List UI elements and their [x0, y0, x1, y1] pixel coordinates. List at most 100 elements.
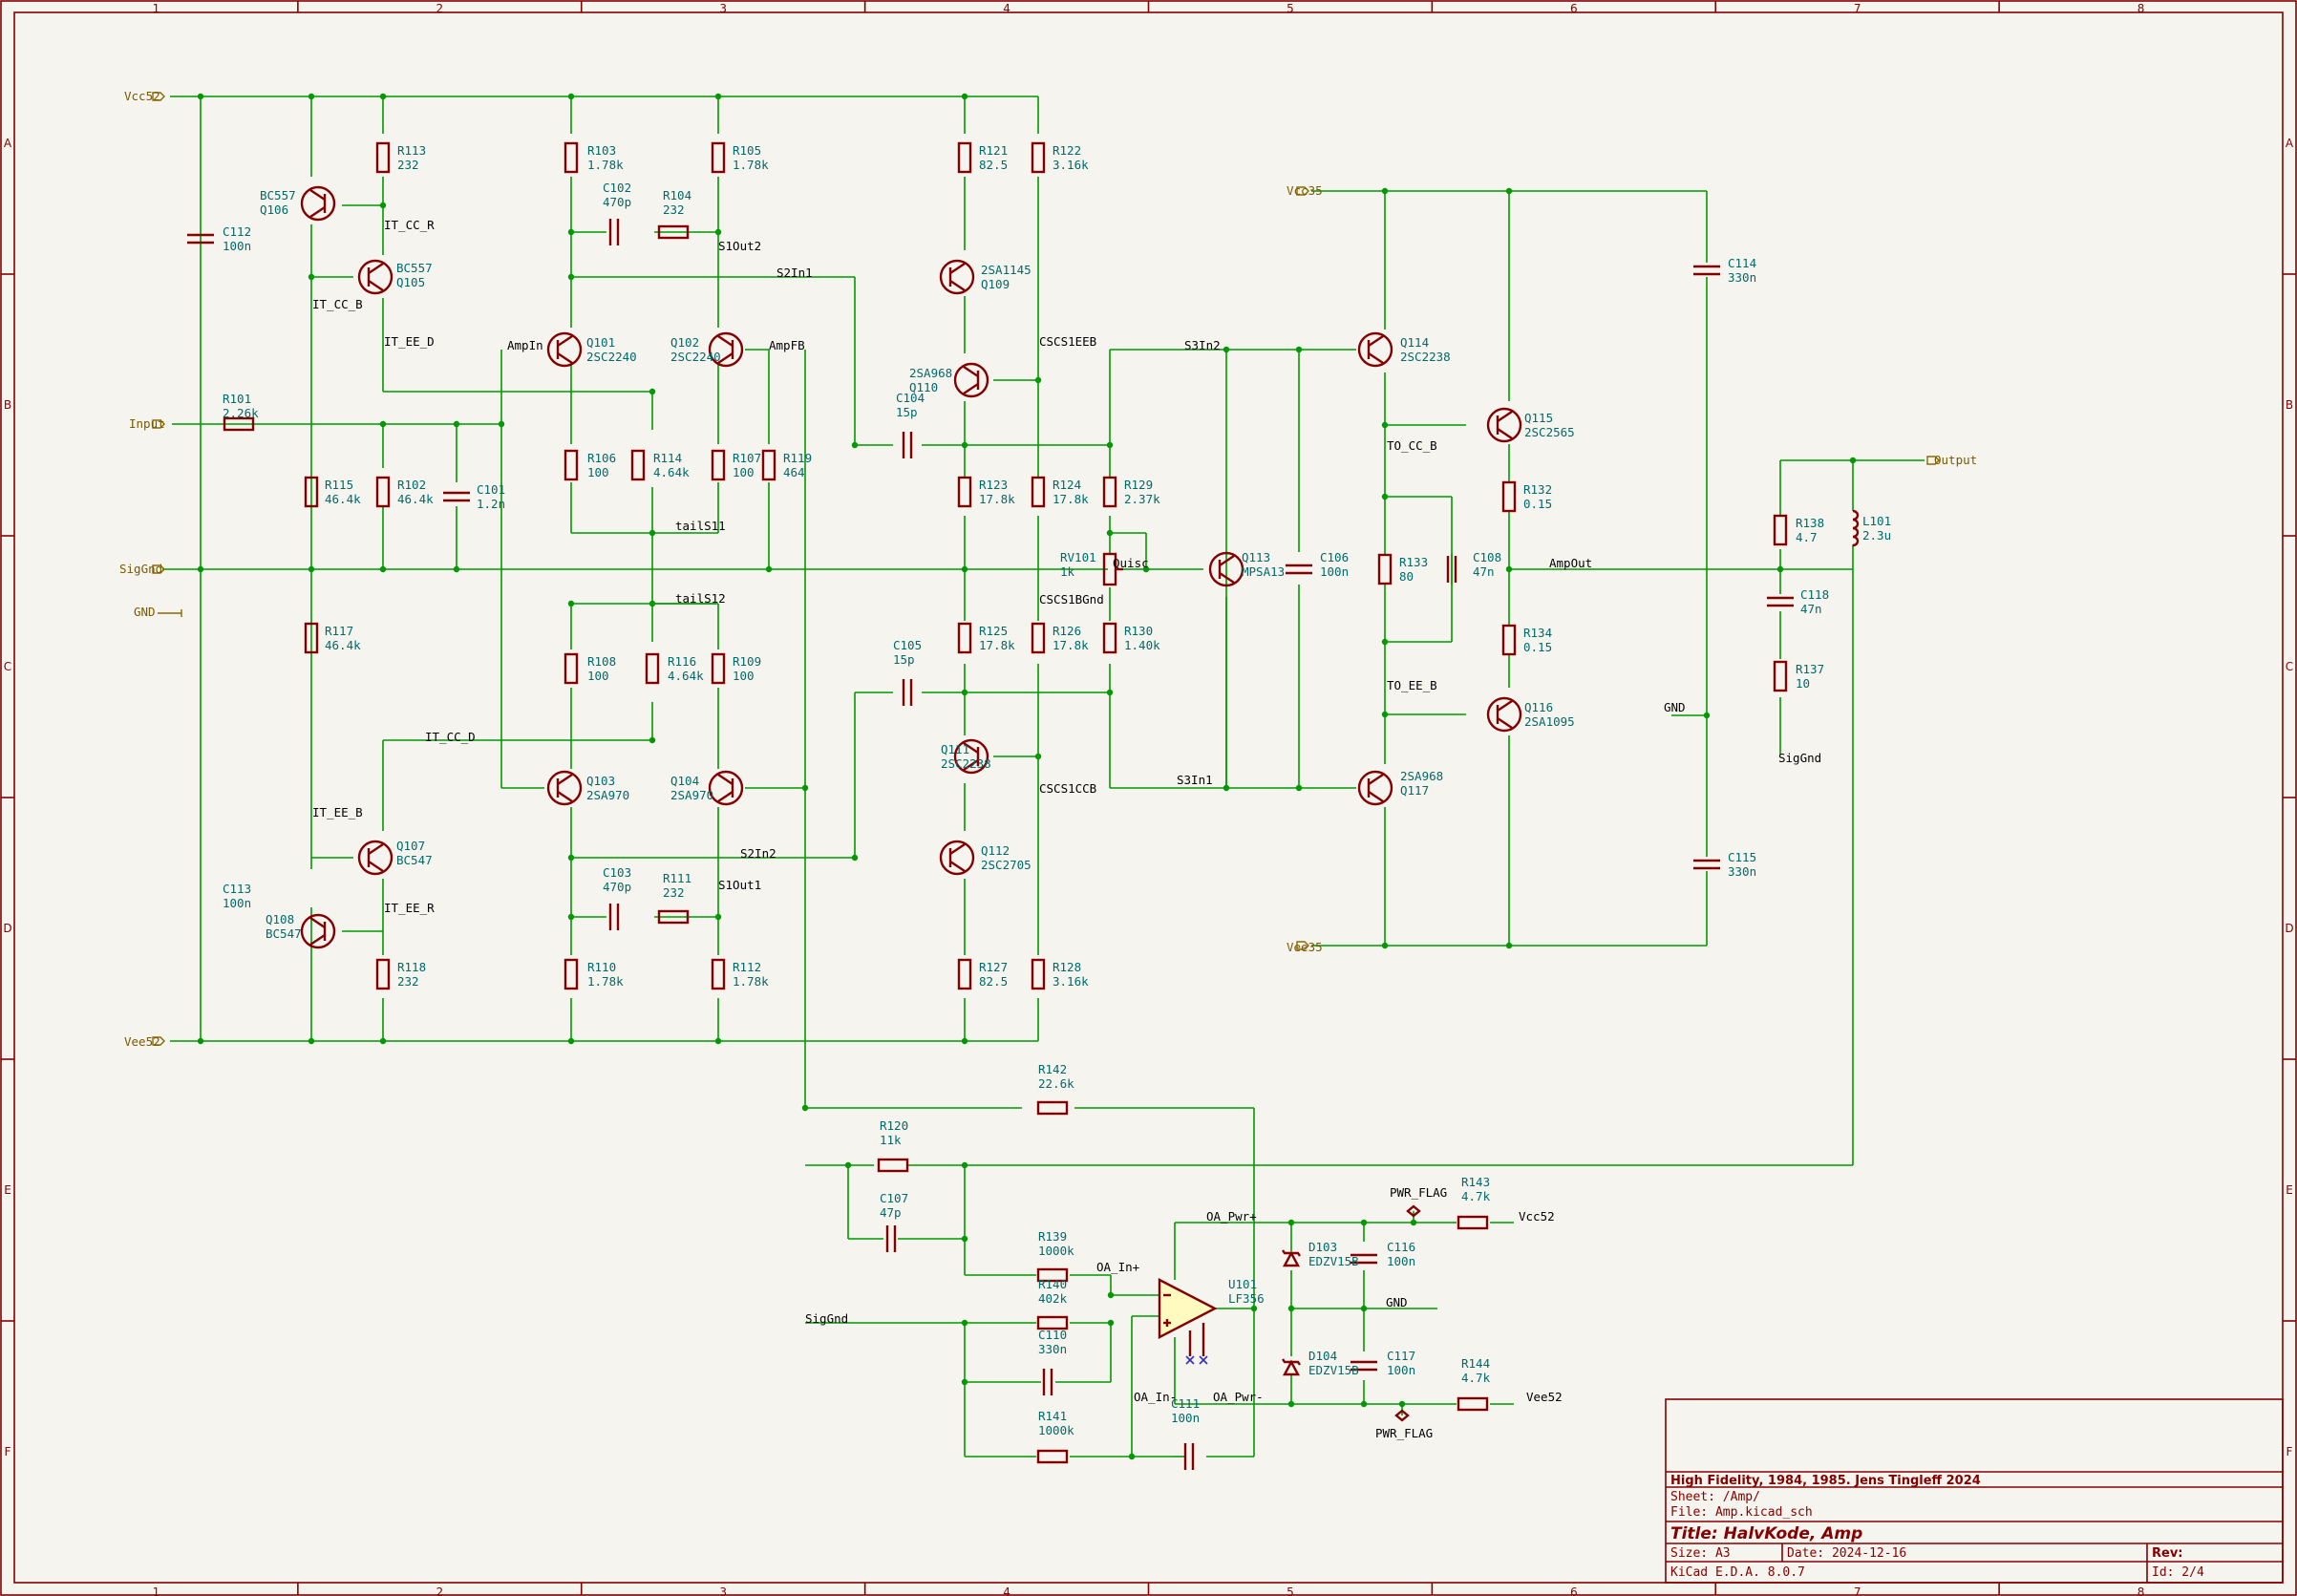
grid-column-label: 8 [2137, 2, 2145, 15]
transistor-symbol [300, 185, 336, 222]
component-value-r112: 1.78k [733, 974, 769, 989]
junction-dot [379, 93, 387, 100]
junction-dot [567, 913, 575, 921]
grid-row-label: A [2286, 137, 2294, 150]
component-ref-r122: R122 [1053, 143, 1081, 158]
component-ref-q116: Q116 [1524, 700, 1553, 714]
resistor-symbol [657, 224, 690, 240]
net-oa-in-plus: OA_In+ [1096, 1260, 1139, 1274]
junction-dot [1142, 565, 1150, 573]
component-ref-c116: C116 [1387, 1240, 1415, 1254]
resistor-symbol [1031, 141, 1046, 174]
net-to-cc-b: TO_CC_B [1387, 438, 1437, 453]
component-ref-c114: C114 [1728, 256, 1756, 270]
junction-dot [1106, 529, 1114, 537]
resistor-symbol [630, 449, 646, 481]
net-cscs1ccb: CSCS1CCB [1039, 781, 1096, 796]
component-ref-r117: R117 [325, 624, 353, 638]
component-ref-r106: R106 [587, 451, 616, 465]
resistor-symbol [957, 476, 972, 508]
resistor-symbol [1036, 1100, 1069, 1116]
resistor-symbol [1501, 624, 1517, 656]
net-oa-pwr-plus: OA_Pwr+ [1206, 1209, 1257, 1224]
component-value-q105: Q105 [396, 275, 425, 289]
inductor-symbol [1852, 509, 1860, 547]
component-ref-r101: R101 [223, 392, 251, 406]
junction-dot [197, 1037, 204, 1045]
grid-row-label: E [4, 1183, 11, 1197]
port-arrow [152, 564, 165, 574]
net-it-ee-d: IT_EE_D [384, 334, 435, 349]
junction-dot [379, 202, 387, 209]
component-value-c116: 100n [1387, 1254, 1415, 1268]
component-value-q113: MPSA13 [1242, 564, 1285, 579]
junction-dot [1295, 784, 1303, 792]
component-ref-r120: R120 [880, 1118, 908, 1133]
transistor-symbol [1486, 407, 1522, 443]
junction-dot [197, 565, 204, 573]
junction-dot [567, 600, 575, 607]
junction-dot [308, 565, 315, 573]
capacitor-symbol [885, 1225, 897, 1252]
transistor-symbol [953, 362, 989, 398]
component-value-q102: 2SC2240 [670, 350, 721, 364]
transistor-symbol [357, 259, 393, 295]
component-ref-r112: R112 [733, 960, 761, 974]
tb-project: High Fidelity, 1984, 1985. Jens Tingleff… [1670, 1474, 1981, 1488]
component-ref-l101: L101 [1862, 514, 1891, 528]
tb-size: Size: A3 [1670, 1546, 1731, 1561]
component-ref-q115: Q115 [1524, 411, 1553, 425]
transistor-symbol [1357, 770, 1393, 806]
net-s3in2: S3In2 [1184, 338, 1221, 352]
transistor-symbol [300, 913, 336, 949]
resistor-symbol [1036, 1267, 1069, 1283]
port-arrow [152, 1036, 165, 1046]
component-value-q117: Q117 [1400, 783, 1429, 798]
component-ref-r132: R132 [1523, 482, 1552, 497]
component-ref-q102: Q102 [670, 335, 699, 350]
net-tails12: tailS12 [675, 591, 726, 606]
net-cscs1bgnd: CSCS1BGnd [1039, 592, 1104, 606]
junction-dot [197, 93, 204, 100]
net-oa-pwr-minus: OA_Pwr- [1213, 1390, 1264, 1404]
component-ref-q104: Q104 [670, 774, 699, 788]
component-ref-q109: 2SA1145 [981, 263, 1032, 277]
junction-dot [649, 600, 656, 607]
component-ref-r141: R141 [1038, 1409, 1067, 1423]
component-value-r141: 1000k [1038, 1423, 1074, 1437]
junction-dot [1410, 1219, 1417, 1226]
component-value-q115: 2SC2565 [1524, 425, 1575, 439]
net-it-cc-d: IT_CC_D [425, 730, 476, 744]
port-vee35: Vee35 [1287, 940, 1323, 954]
tb-rev: Rev: [2152, 1546, 2183, 1561]
resistor-symbol [375, 958, 391, 990]
pwr-flag-symbol [1394, 1409, 1410, 1422]
component-ref-q106: BC557 [260, 188, 296, 202]
port-vcc52: Vcc52 [124, 89, 160, 103]
component-value-r106: 100 [587, 465, 609, 479]
grid-column-label: 2 [436, 1585, 443, 1596]
net-pwr-flag1: PWR_FLAG [1390, 1185, 1447, 1200]
junction-dot [961, 1378, 968, 1386]
component-value-q111: 2SC2238 [941, 756, 991, 771]
resistor-symbol [1102, 622, 1117, 654]
component-value-c106: 100n [1320, 564, 1349, 579]
resistor-symbol [657, 909, 690, 925]
grid-column-label: 5 [1287, 2, 1294, 15]
junction-dot [649, 736, 656, 744]
port-gnd: GND [134, 605, 156, 619]
capacitor-symbol [1183, 1443, 1195, 1470]
junction-dot [1034, 376, 1042, 384]
component-value-q103: 2SA970 [586, 788, 629, 802]
junction-dot [649, 529, 656, 537]
resistor-symbol [711, 141, 726, 174]
transistor-symbol [1486, 696, 1522, 733]
component-value-r142: 22.6k [1038, 1076, 1074, 1091]
component-ref-r129: R129 [1124, 478, 1153, 492]
grid-column-label: 3 [719, 2, 727, 15]
component-value-c105: 15p [893, 652, 915, 667]
component-value-r114: 4.64k [653, 465, 690, 479]
component-ref-c103: C103 [603, 865, 631, 880]
component-value-r111: 232 [663, 885, 685, 900]
component-ref-q108: Q108 [266, 912, 294, 926]
